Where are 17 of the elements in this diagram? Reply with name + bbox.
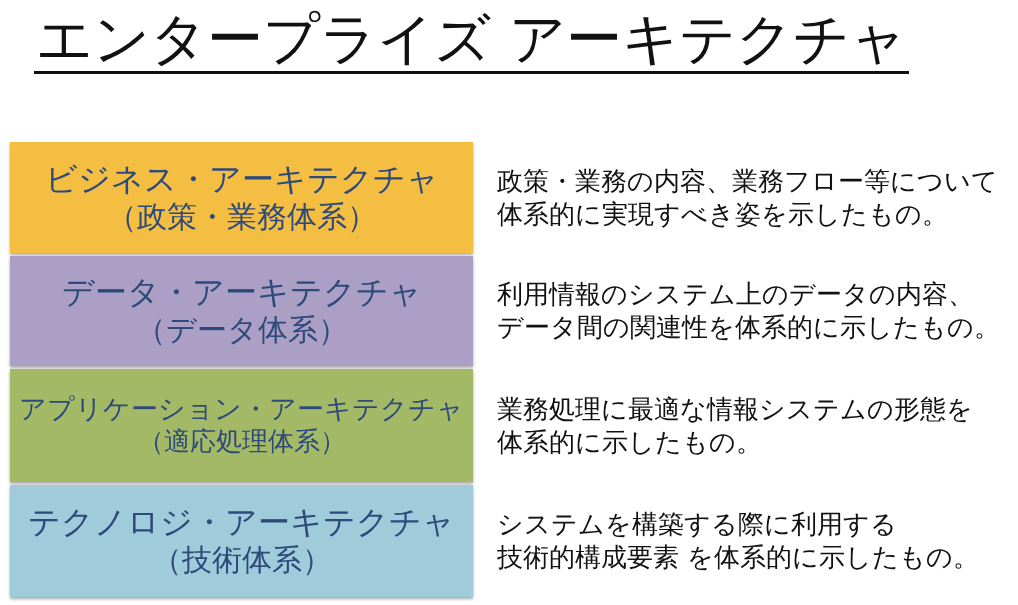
layer-title: アプリケーション・アーキテクチャ	[19, 393, 464, 426]
diagram-title: エンタープライズ アーキテクチャ	[34, 8, 909, 74]
layer-band	[10, 142, 473, 253]
layer-subtitle: （データ体系）	[135, 311, 348, 349]
layer-band	[10, 485, 473, 597]
layer-band	[10, 256, 473, 366]
layer-band	[10, 369, 473, 482]
layer-title: データ・アーキテクチャ	[61, 273, 422, 312]
layer-description: 利用情報のシステム上のデータの内容、データ間の関連性を体系的に示したもの。	[497, 278, 1000, 344]
layer-title: テクノロジ・アーキテクチャ	[28, 503, 455, 542]
layer-description: 業務処理に最適な情報システムの形態を体系的に示したもの。	[497, 392, 973, 459]
layer-description: 政策・業務の内容、業務フロー等について体系的に実現すべき姿を示したもの。	[497, 164, 998, 231]
layer-description: システムを構築する際に利用する技術的構成要素 を体系的に示したもの。	[497, 508, 980, 574]
layer-title: ビジネス・アーキテクチャ	[44, 159, 439, 198]
layer-subtitle: （技術体系）	[151, 541, 332, 579]
layer-subtitle: （適応処理体系）	[137, 425, 346, 458]
layer-subtitle: （政策・業務体系）	[106, 197, 377, 236]
